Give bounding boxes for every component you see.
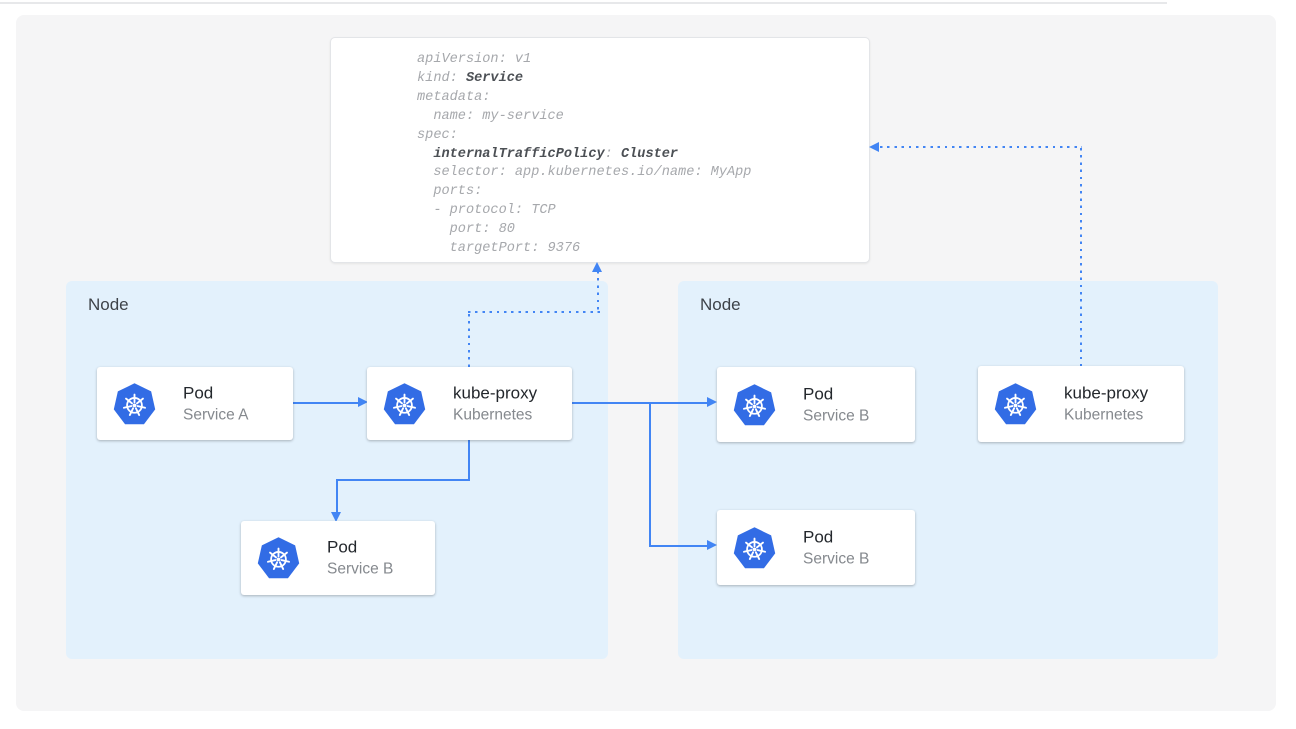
card-text: kube-proxy Kubernetes: [453, 382, 537, 425]
yaml-token: metadata:: [417, 89, 491, 105]
dotted-right-kubeproxy-up: [1080, 148, 1083, 366]
dotted-arrowhead-into-yaml-bottom: [592, 262, 602, 272]
dotted-arrowhead-into-yaml-right: [869, 142, 879, 152]
arrowhead-into-right-pod-top: [707, 397, 717, 407]
node-box-left: Node: [66, 281, 608, 659]
card-title: kube-proxy: [453, 383, 538, 402]
card-text: Pod Service B: [327, 537, 393, 580]
arrowhead-into-right-pod-bottom: [707, 540, 717, 550]
card-pod-service-b-right-top: Pod Service B: [717, 367, 915, 442]
card-pod-service-a: Pod Service A: [97, 367, 293, 440]
card-subtitle: Kubernetes: [1064, 406, 1144, 424]
card-title: Pod: [803, 384, 834, 403]
yaml-code-line: name: my-service: [417, 108, 869, 127]
card-subtitle: Service B: [327, 560, 394, 578]
yaml-token-bold: Cluster: [620, 146, 679, 162]
card-pod-service-b-right-bottom: Pod Service B: [717, 510, 915, 585]
yaml-token-bold: Service: [465, 70, 524, 86]
card-title: Pod: [183, 383, 214, 402]
yaml-code-line: targetPort: 9376: [417, 240, 869, 259]
yaml-token: targetPort: 9376: [417, 241, 581, 257]
yaml-code-line: internalTrafficPolicy: Cluster: [417, 146, 869, 165]
yaml-token: name: my-service: [417, 108, 564, 124]
yaml-token: selector: app.kubernetes.io/name: MyApp: [417, 165, 752, 181]
card-subtitle: Service B: [803, 407, 870, 424]
card-subtitle: Service B: [803, 550, 870, 567]
yaml-token: - protocol: TCP: [417, 203, 556, 219]
dotted-horizontal-left: [468, 311, 600, 314]
card-subtitle: Kubernetes: [453, 406, 533, 423]
card-text: kube-proxy Kubernetes: [1064, 383, 1148, 426]
yaml-code-line: selector: app.kubernetes.io/name: MyApp: [417, 164, 869, 183]
edge-branch-to-right-pod-bottom: [649, 545, 709, 547]
dotted-horizontal-right: [880, 146, 1082, 149]
yaml-code-line: ports:: [417, 183, 869, 202]
yaml-code-line: apiVersion: v1: [417, 51, 869, 70]
kubernetes-icon: [382, 381, 427, 426]
arrowhead-into-kubeproxy: [358, 397, 368, 407]
card-text: Pod Service A: [183, 382, 248, 425]
card-kube-proxy-right: kube-proxy Kubernetes: [978, 366, 1184, 442]
node-label: Node: [88, 295, 129, 314]
edge-kubeproxy-down: [468, 440, 470, 481]
card-title: Pod: [803, 527, 834, 546]
yaml-token: apiVersion: v1: [417, 52, 532, 67]
top-divider: [0, 2, 1167, 4]
node-label: Node: [700, 295, 741, 314]
yaml-token: kind:: [417, 70, 466, 86]
kubernetes-icon: [732, 525, 777, 570]
dotted-up-to-yaml: [597, 271, 600, 314]
edge-kubeproxy-to-right-pod-top: [572, 402, 709, 404]
card-subtitle: Service A: [183, 406, 249, 423]
kubernetes-icon: [256, 536, 301, 581]
yaml-token: port: 80: [417, 222, 515, 238]
yaml-code-line: metadata:: [417, 89, 869, 108]
kubernetes-icon: [993, 382, 1038, 427]
card-text: Pod Service B: [803, 526, 869, 569]
kubernetes-icon: [732, 382, 777, 427]
arrowhead-into-left-podb: [331, 512, 341, 522]
yaml-token: ports:: [417, 184, 483, 200]
edge-down-to-podb: [336, 479, 338, 513]
yaml-code-line: port: 80: [417, 221, 869, 240]
yaml-token: :: [604, 146, 621, 162]
card-pod-service-b-left: Pod Service B: [241, 521, 435, 595]
dotted-kubeproxy-up: [468, 314, 471, 367]
edge-branch-vertical: [649, 403, 651, 547]
yaml-code-line: - protocol: TCP: [417, 202, 869, 221]
yaml-token: spec:: [417, 127, 458, 143]
yaml-code-line: spec:: [417, 127, 869, 146]
yaml-token-bold: internalTrafficPolicy: [433, 146, 605, 162]
yaml-code-line: kind: Service: [417, 70, 869, 89]
kubernetes-icon: [112, 381, 157, 426]
card-title: Pod: [327, 537, 358, 557]
node-box-right: Node: [678, 281, 1218, 659]
card-kube-proxy-left: kube-proxy Kubernetes: [367, 367, 572, 440]
card-text: Pod Service B: [803, 383, 869, 426]
edge-elbow-left: [336, 479, 470, 481]
card-title: kube-proxy: [1064, 383, 1149, 403]
edge-poda-to-kubeproxy: [292, 402, 360, 404]
yaml-token: [417, 147, 433, 162]
